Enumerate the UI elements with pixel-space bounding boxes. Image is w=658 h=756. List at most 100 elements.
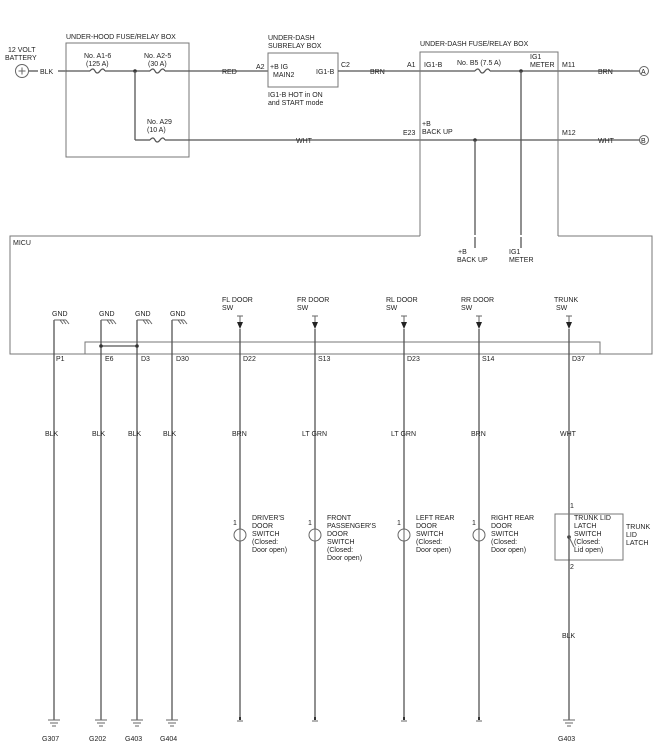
trunk-switch-contact-icon — [568, 536, 575, 548]
door-switch-circuit-d22: FL DOORSWD22BRN1DRIVER'SDOORSWITCH(Close… — [222, 297, 287, 722]
gnd-label: GND — [135, 311, 151, 318]
switch-wire-color: LT GRN — [391, 431, 416, 438]
wire-wht-label-left: WHT — [296, 138, 313, 145]
switch-description-2: DOOR — [416, 523, 437, 530]
subrelay-label-ig1b: IG1-B — [316, 69, 335, 76]
switch-description-5: (Closed: — [327, 547, 353, 554]
ground-wire-color: BLK — [163, 431, 177, 438]
switch-input-label: FL DOOR — [222, 297, 253, 304]
switch-description-5: Door open) — [491, 547, 526, 554]
subrelay-label-main2: MAIN2 — [273, 72, 295, 79]
trunk-circuit: TRUNK SW D37 WHT 1 2 TRUNK LID LATCH SWI… — [554, 297, 650, 743]
underhood-title: UNDER-HOOD FUSE/RELAY BOX — [66, 34, 176, 41]
battery: 12 VOLT BATTERY BLK — [5, 47, 54, 78]
switch-description-3: DOOR — [327, 531, 348, 538]
subrelay-note-line2: and START mode — [268, 100, 323, 107]
switch-description-2: DOOR — [252, 523, 273, 530]
underdash-subrelay-box: UNDER-DASH SUBRELAY BOX A2 C2 +B IG MAIN… — [256, 35, 350, 107]
micu-ig1-line2: METER — [509, 257, 534, 264]
trunk-switch-desc-5: Lid open) — [574, 547, 603, 554]
trunk-wire-color: WHT — [560, 431, 577, 438]
ground-circuits: GNDP1BLKG307GNDE6BLKG202GNDD3BLKG403GNDD… — [42, 311, 189, 743]
battery-symbol-icon — [15, 64, 29, 78]
switch-input-arrow-icon — [401, 322, 407, 329]
underdash-backup-line1: +B — [422, 121, 431, 128]
fuse-a29-number: No. A29 — [147, 119, 172, 126]
ground-terminal-icon — [314, 717, 316, 720]
switch-input-label: RL DOOR — [386, 297, 418, 304]
switch-input-label: FR DOOR — [297, 297, 329, 304]
battery-label-line2: BATTERY — [5, 55, 37, 62]
underdash-pin-e23: E23 — [403, 130, 416, 137]
switch-wire-color: BRN — [232, 431, 247, 438]
switch-input-sub-label: SW — [297, 305, 309, 312]
switch-input-arrow-icon — [476, 322, 482, 329]
switch-description-5: Door open) — [252, 547, 287, 554]
switch-wire-color: BRN — [471, 431, 486, 438]
fuse-a1-6-amps: (125 A) — [86, 61, 109, 68]
ground-point-label: G202 — [89, 736, 106, 743]
ground-pin-label: D3 — [141, 356, 150, 363]
ground-point-label: G307 — [42, 736, 59, 743]
switch-description-4: SWITCH — [327, 539, 355, 546]
trunk-switch-desc-1: TRUNK LID — [574, 515, 611, 522]
switch-terminal-label: 1 — [308, 520, 312, 527]
ground-terminal-icon — [239, 717, 241, 720]
fuse-b5-icon — [474, 68, 491, 74]
switch-terminal-label: 1 — [472, 520, 476, 527]
ground-point-label: G404 — [160, 736, 177, 743]
trunk-terminal-2: 2 — [570, 564, 574, 571]
switch-pin-label: S13 — [318, 356, 331, 363]
trunk-switch-desc-3: SWITCH — [574, 531, 602, 538]
subrelay-pin-a2: A2 — [256, 64, 265, 71]
underdash-box-outline — [419, 51, 559, 237]
switch-wire-color: LT GRN — [302, 431, 327, 438]
switch-terminal-label: 1 — [397, 520, 401, 527]
door-switch-circuits: FL DOORSWD22BRN1DRIVER'SDOORSWITCH(Close… — [222, 297, 534, 722]
micu-connector-strip — [84, 341, 601, 355]
switch-description-1: DRIVER'S — [252, 515, 285, 522]
wire-brn-label-right: BRN — [598, 69, 613, 76]
subrelay-note-line1: IG1-B HOT in ON — [268, 92, 323, 99]
chassis-ground-icon — [177, 319, 188, 325]
switch-description-3: SWITCH — [252, 531, 280, 538]
fuse-a29-icon — [149, 137, 166, 143]
switch-terminal-label: 1 — [233, 520, 237, 527]
gnd-label: GND — [99, 311, 115, 318]
trunk-latch-box — [554, 513, 624, 561]
switch-description-5: Door open) — [416, 547, 451, 554]
battery-label-line1: 12 VOLT — [8, 47, 36, 54]
underdash-title: UNDER-DASH FUSE/RELAY BOX — [420, 41, 529, 48]
trunk-sw-label-line2: SW — [556, 305, 568, 312]
trunk-pin-d37: D37 — [572, 356, 585, 363]
underhood-fuse-box: UNDER-HOOD FUSE/RELAY BOX No. A1-6 (125 … — [65, 34, 190, 158]
battery-wire-color: BLK — [40, 69, 54, 76]
ground-terminal-icon — [403, 717, 405, 720]
micu-backup-line1: +B — [458, 249, 467, 256]
micu-title: MICU — [13, 240, 31, 247]
underdash-ig1-line1: IG1 — [530, 54, 541, 61]
underdash-backup-line2: BACK UP — [422, 129, 453, 136]
connector-b-label: B — [641, 138, 646, 145]
switch-pin-label: D22 — [243, 356, 256, 363]
switch-description-4: (Closed: — [491, 539, 517, 546]
fuse-a29-amps: (10 A) — [147, 127, 166, 134]
subrelay-title-line2: SUBRELAY BOX — [268, 43, 322, 50]
trunk-sw-label-line1: TRUNK — [554, 297, 578, 304]
ground-symbol-icon — [131, 719, 143, 727]
gnd-label: GND — [170, 311, 186, 318]
trunk-latch-label-3: LATCH — [626, 540, 648, 547]
fuse-b5-label: No. B5 (7.5 A) — [457, 60, 501, 67]
micu-ig1-line1: IG1 — [509, 249, 520, 256]
wire-wht-label-right: WHT — [598, 138, 615, 145]
switch-description-1: RIGHT REAR — [491, 515, 534, 522]
trunk-switch-desc-4: (Closed: — [574, 539, 600, 546]
ground-symbol-icon — [48, 719, 60, 727]
chassis-ground-icon — [142, 319, 153, 325]
